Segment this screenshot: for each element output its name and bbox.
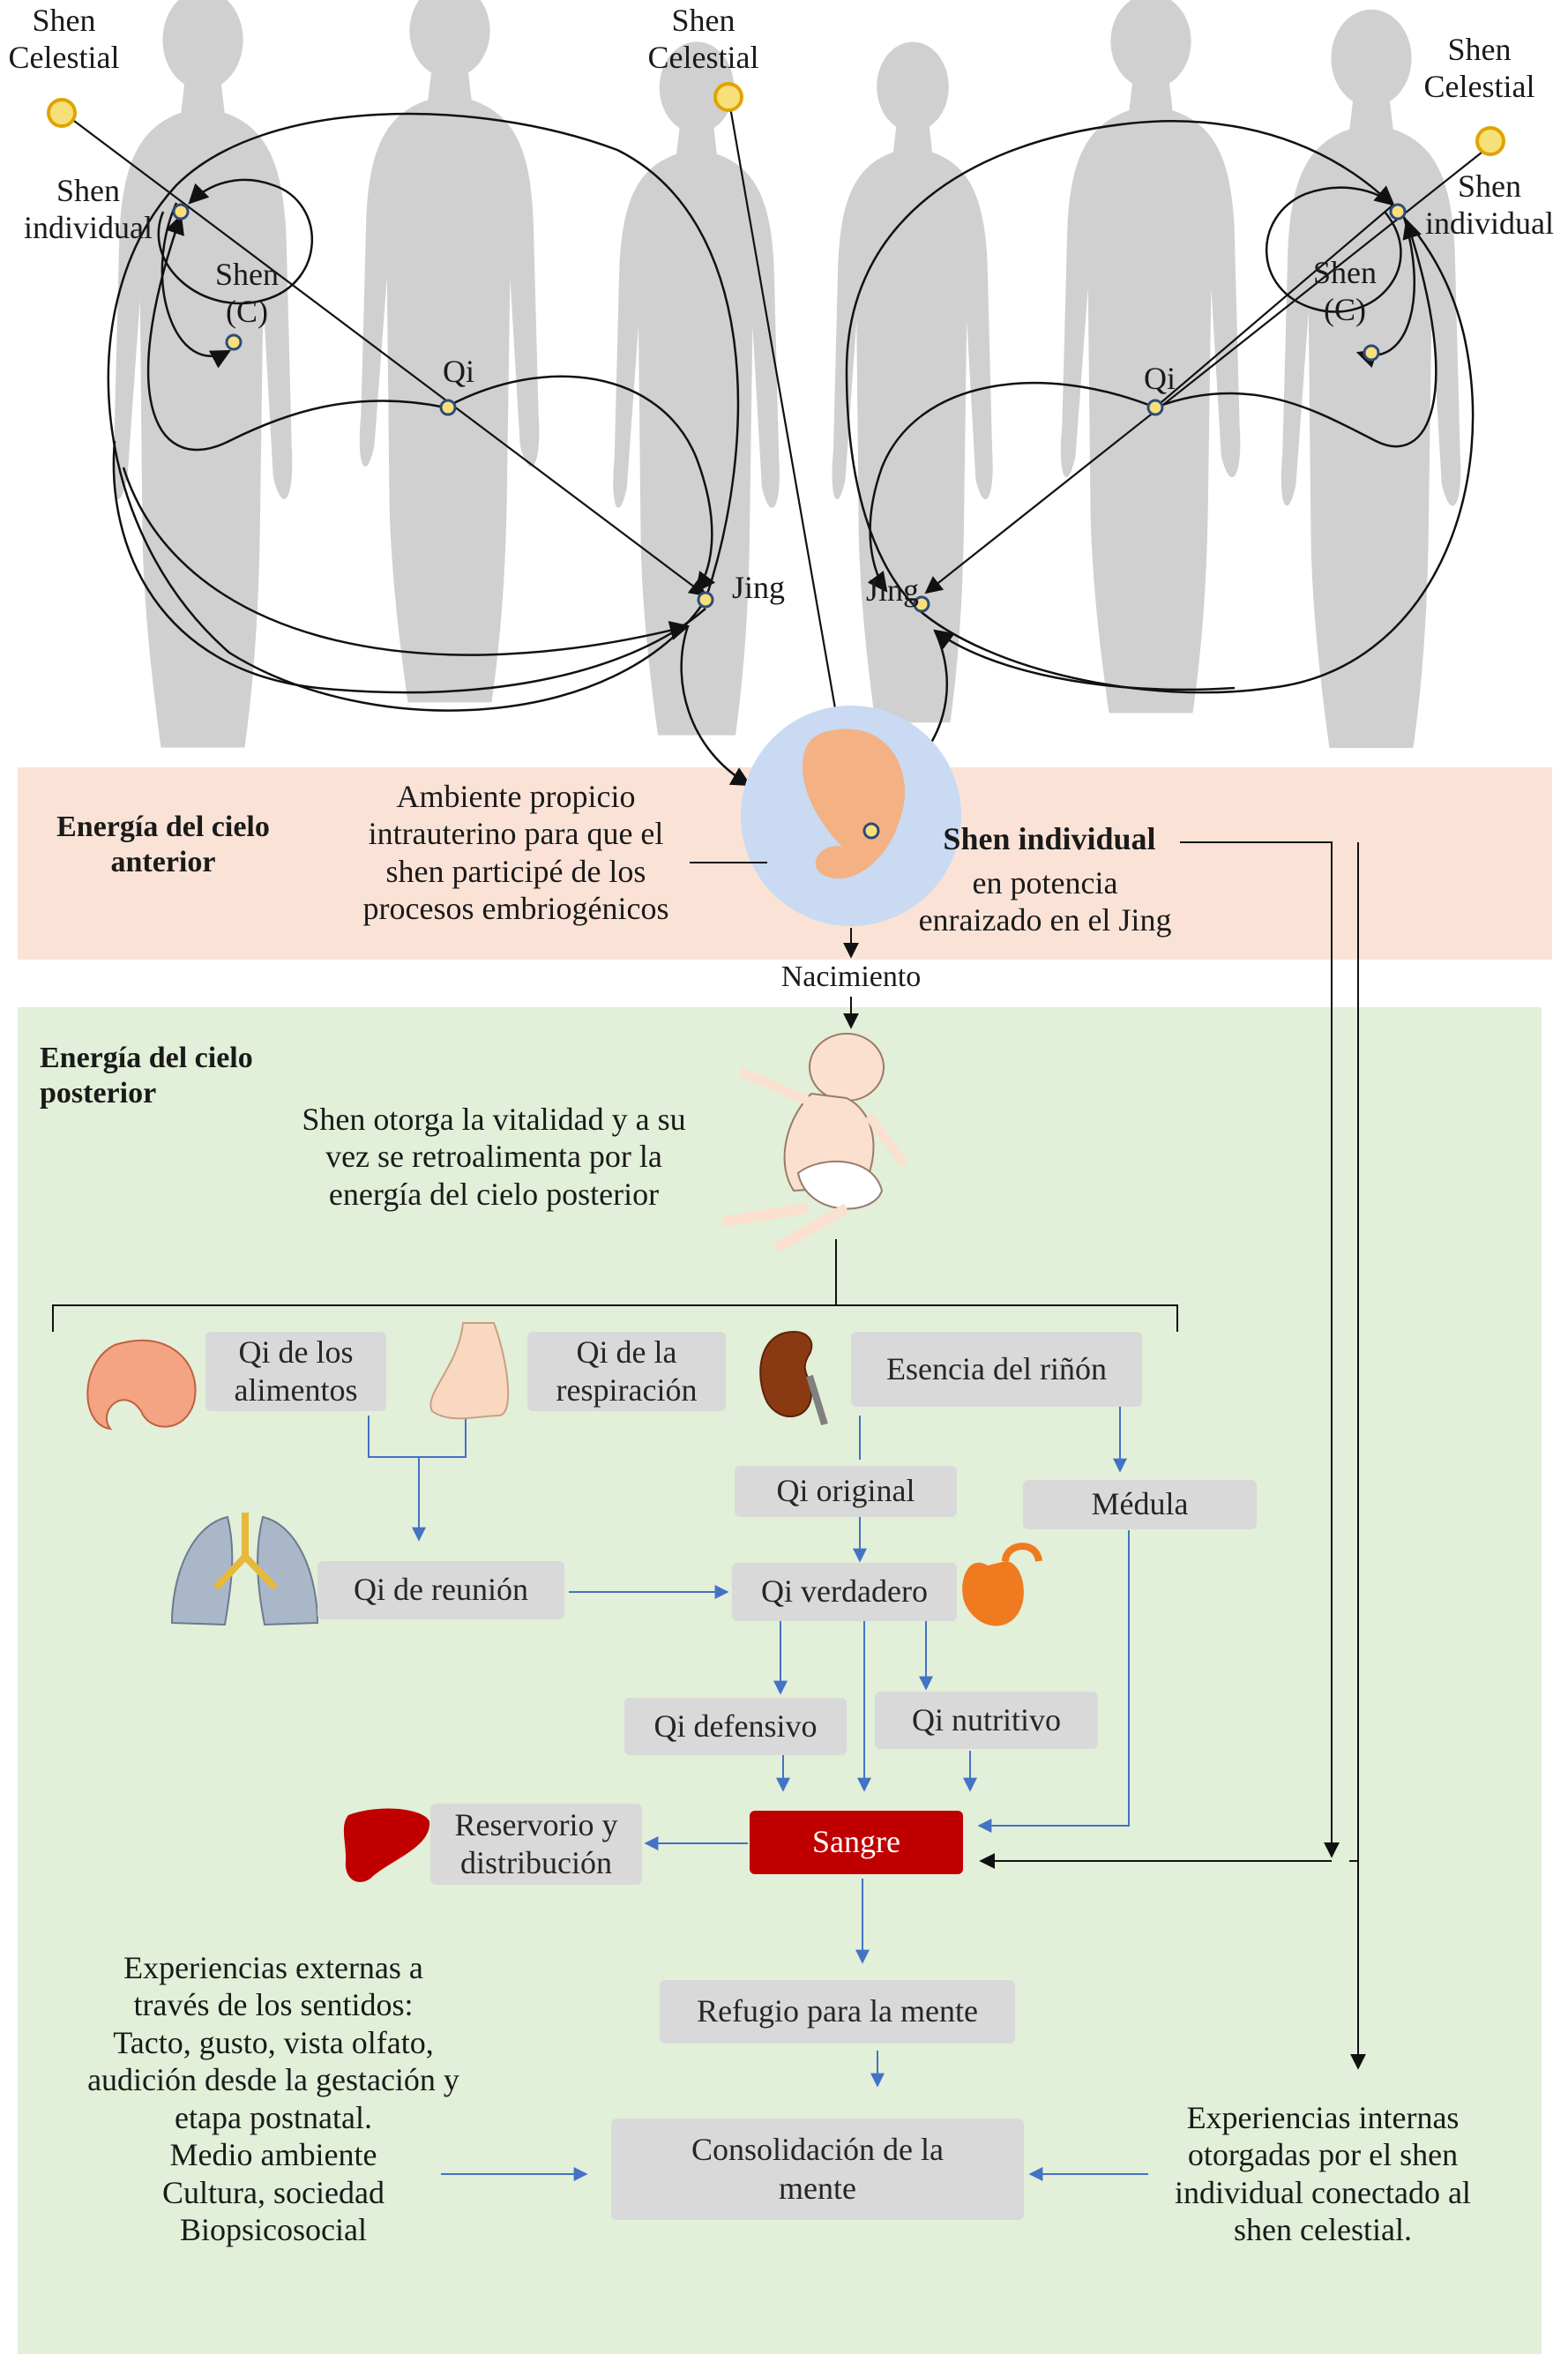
shen-c-right-label: Shen (C) <box>1313 255 1377 328</box>
shen-celestial-right-label: Shen Celestial <box>1423 32 1535 105</box>
sangre-box: Sangre <box>750 1811 963 1874</box>
medula-box: Médula <box>1023 1480 1257 1529</box>
liver-icon <box>343 1808 430 1882</box>
reservorio-box: Reservorio y distribución <box>430 1804 642 1885</box>
qi-respiracion-box: Qi de la respiración <box>527 1332 726 1411</box>
qi-right-label: Qi <box>1144 361 1176 396</box>
celestial-rays <box>63 96 1491 826</box>
qi-reunion-box: Qi de reunión <box>317 1561 564 1619</box>
qi-verdadero-box: Qi verdadero <box>732 1563 957 1621</box>
shen-individual-left-label: Shen individual <box>24 173 153 246</box>
experiencias-externas-text: Experiencias externas a través de los se… <box>87 1950 459 2248</box>
shen-c-left-label: Shen (C) <box>215 257 279 330</box>
qi-left-label: Qi <box>443 354 474 389</box>
kidney-icon <box>759 1330 828 1426</box>
energy-nodes <box>172 203 1407 613</box>
qi-original-box: Qi original <box>735 1466 957 1517</box>
refugio-box: Refugio para la mente <box>660 1980 1015 2044</box>
esencia-rinon-box: Esencia del riñón <box>851 1332 1142 1407</box>
qi-alimentos-box: Qi de los alimentos <box>205 1332 386 1411</box>
energy-loops <box>107 112 1475 787</box>
vitalidad-text: Shen otorga la vitalidad y a su vez se r… <box>302 1102 686 1212</box>
anterior-title: Energía del cielo anterior <box>56 811 270 879</box>
shen-individual-right-label: Shen individual <box>1425 168 1554 242</box>
shen-celestial-center-label: Shen Celestial <box>647 3 759 76</box>
experiencias-internas-text: Experiencias internas otorgadas por el s… <box>1175 2100 1471 2248</box>
jing-left-label: Jing <box>731 570 785 605</box>
stomach-icon <box>86 1339 197 1431</box>
shen-individual-bold: Shen individual <box>943 821 1156 856</box>
sun-icon <box>47 82 1505 156</box>
lungs-icon <box>170 1513 319 1626</box>
embryo-icon <box>741 706 961 926</box>
heart-icon <box>962 1543 1042 1626</box>
blue-flow-lines <box>368 1407 1148 2181</box>
shen-celestial-left-label: Shen Celestial <box>8 3 120 76</box>
ambiente-text: Ambiente propicio intrauterino para que … <box>362 779 669 927</box>
qi-defensivo-box: Qi defensivo <box>624 1698 847 1755</box>
posterior-title: Energía del cielo posterior <box>40 1042 253 1110</box>
jing-right-label: Jing <box>865 572 919 608</box>
black-flow-lines <box>52 841 1366 2070</box>
baby-icon <box>722 1033 908 1253</box>
shen-individual-rest: en potencia enraizado en el Jing <box>918 865 1172 938</box>
consolidacion-box: Consolidación de la mente <box>611 2119 1024 2220</box>
qi-nutritivo-box: Qi nutritivo <box>875 1692 1098 1749</box>
nacimiento-label: Nacimiento <box>780 960 922 993</box>
nose-icon <box>429 1322 510 1420</box>
